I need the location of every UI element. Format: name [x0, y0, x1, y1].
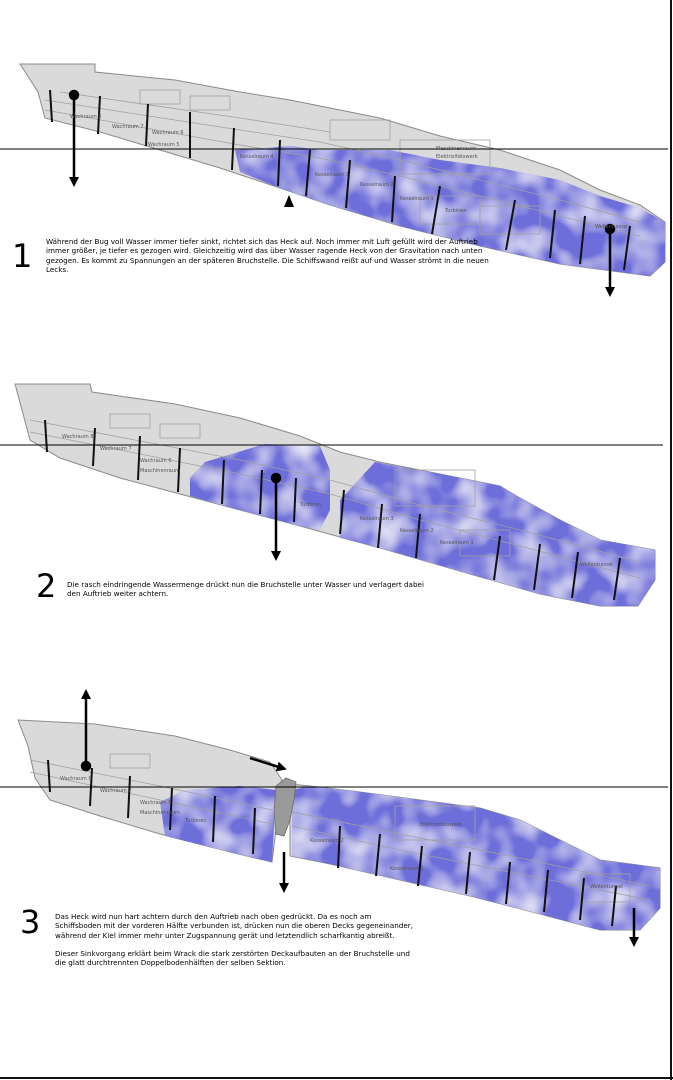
ship-2-label-8: Wellentunnel — [580, 562, 613, 568]
ship-stage-2: Wachraum 8 Wachraum 7 Wachraum 6 Maschin… — [0, 383, 663, 607]
stage-2-caption: Die rasch eindringende Wassermenge drück… — [67, 580, 427, 599]
ship-1-label-8: Maschinenraum — [436, 146, 476, 152]
ship-1-water — [235, 146, 665, 276]
ship-2-label-6: Kesselraum 2 — [400, 528, 434, 534]
ship-2-room-labels: Wachraum 8 Wachraum 7 Wachraum 6 Maschin… — [62, 434, 613, 568]
ship-2-arrows — [270, 472, 282, 561]
stage-2-number: 2 — [36, 567, 57, 605]
ship-1-label-7: Kesselraum 1 — [400, 196, 434, 202]
stage-3-caption: Das Heck wird nun hart achtern durch den… — [55, 912, 415, 967]
stage-1-number: 1 — [12, 237, 33, 275]
frame-right-border — [670, 0, 672, 1080]
ship-1-label-4: Kesselraum 4 — [240, 154, 274, 160]
stage-3-text-2: Dieser Sinkvorgang erklärt beim Wrack di… — [55, 948, 410, 968]
ship-1-label-3: Wachraum 5 — [148, 142, 180, 148]
frame-bottom-border — [0, 1077, 673, 1079]
ship-1-label-5: Kesselraum 3 — [315, 172, 349, 178]
ship-1-room-labels: Wachraum 8 Wachraum 7 Wachraum 6 Wachrau… — [70, 114, 628, 230]
ship-3-arrows — [80, 689, 639, 947]
ship-1-arrows — [68, 89, 616, 297]
ship-1-decks — [44, 89, 641, 237]
ship-3-label-6: Kesselraum 1 — [390, 866, 424, 872]
ship-1-bulkheads — [49, 89, 631, 271]
ship-2-label-7: Kesselraum 1 — [440, 540, 474, 546]
ship-1-label-10: Turbinen — [444, 208, 467, 214]
ship-3-label-3: Maschinenraum — [140, 810, 180, 816]
stage-1-text: Während der Bug voll Wasser immer tiefer… — [46, 237, 489, 274]
stage-3-number: 3 — [20, 903, 41, 941]
ship-2-label-3: Maschinenraum — [140, 468, 180, 474]
ship-2-bulkheads — [44, 419, 621, 601]
stage-2-text: Die rasch eindringende Wassermenge drück… — [67, 580, 424, 599]
ship-2-label-4: Turbinen — [299, 502, 322, 508]
ship-2-label-5: Kesselraum 3 — [360, 516, 394, 522]
ship-1-label-11: Wellentunnel — [595, 224, 628, 230]
ship-3-label-5: Kesselraum 2 — [310, 838, 344, 844]
ship-2-label-1: Wachraum 7 — [100, 446, 132, 452]
ship-1-label-1: Wachraum 7 — [112, 124, 144, 130]
ship-2-label-0: Wachraum 8 — [62, 434, 94, 440]
ship-2-label-2: Wachraum 6 — [140, 458, 172, 464]
ship-3-decks — [29, 753, 651, 903]
ship-3-water-a — [160, 786, 276, 862]
ship-3-label-2: Wachraum 6 — [140, 800, 172, 806]
stage-3-text: Das Heck wird nun hart achtern durch den… — [55, 912, 414, 940]
ship-3-label-0: Wachraum 8 — [60, 776, 92, 782]
ship-3-label-4: Turbinen — [184, 818, 207, 824]
ship-3-water-b — [292, 786, 660, 930]
ship-3-room-labels: Wachraum 8 Wachraum 7 Wachraum 6 Maschin… — [60, 776, 623, 890]
ship-1-label-6: Kesselraum 2 — [360, 182, 394, 188]
stage-1-caption: Während der Bug voll Wasser immer tiefer… — [46, 237, 496, 274]
ship-3-break-debris — [273, 777, 297, 837]
ship-3-label-1: Wachraum 7 — [100, 788, 132, 794]
ship-3-label-7: Elektrizitätswerk — [420, 822, 462, 828]
ship-1-break-marker — [284, 195, 294, 207]
ship-stage-1: Wachraum 8 Wachraum 7 Wachraum 6 Wachrau… — [0, 63, 668, 297]
ship-3-label-8: Wellentunnel — [590, 884, 623, 890]
ship-1-label-9: Elektrizitätswerk — [436, 154, 478, 160]
ship-1-label-0: Wachraum 8 — [70, 114, 102, 120]
ship-1-label-2: Wachraum 6 — [152, 130, 184, 136]
ship-stage-3: Wachraum 8 Wachraum 7 Wachraum 6 Maschin… — [0, 689, 668, 947]
